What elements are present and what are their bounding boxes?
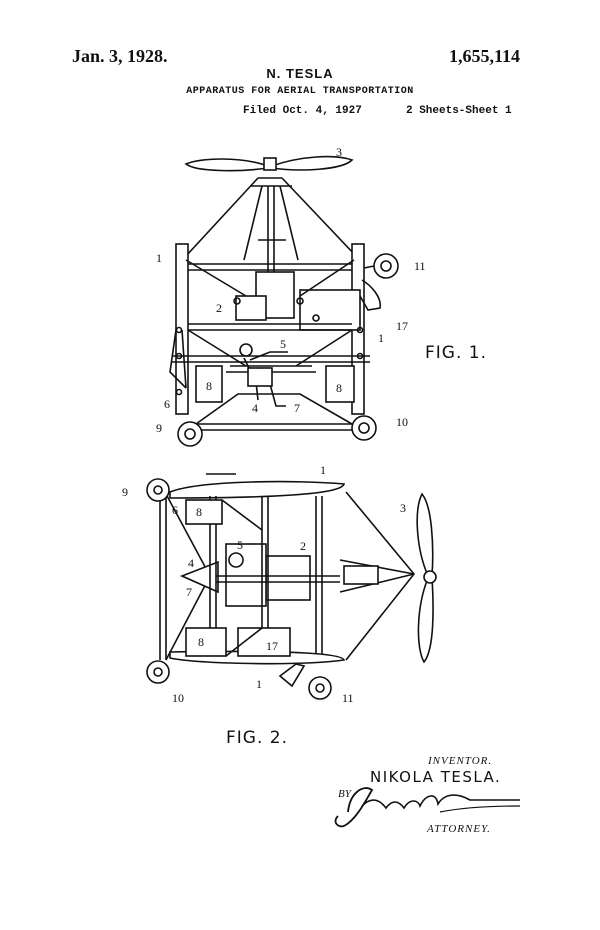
figure-2-plan-view — [146, 473, 437, 700]
attorney-label: ATTORNEY. — [427, 823, 491, 835]
ref-numeral: 8 — [198, 635, 204, 649]
ref-numeral: 2 — [216, 301, 222, 315]
wheel-11-plan — [308, 676, 332, 700]
ref-numeral: 1 — [156, 251, 162, 265]
patent-date: Jan. 3, 1928. — [72, 46, 168, 66]
box-8-right — [325, 365, 355, 403]
ref-numeral: 10 — [172, 691, 184, 705]
inventor-label: INVENTOR. — [428, 755, 493, 767]
engine-body — [265, 555, 311, 601]
ref-numeral: 6 — [164, 397, 170, 411]
propeller-blade-left — [184, 158, 269, 172]
ref-numeral: 8 — [196, 505, 202, 519]
inventor-name: NIKOLA TESLA. — [370, 768, 502, 786]
figure-1-label: FIG. 1. — [425, 343, 487, 363]
ref-numeral: 1 — [256, 677, 262, 691]
by-label: BY — [338, 788, 351, 800]
wheel-10-plan — [146, 660, 170, 684]
figure-2-label: FIG. 2. — [226, 728, 288, 748]
ref-numeral: 1 — [320, 463, 326, 477]
ref-numeral: 3 — [336, 145, 342, 159]
ref-numeral: 5 — [237, 538, 243, 552]
box-8-top — [185, 499, 223, 525]
rear-propeller-bottom — [417, 577, 434, 664]
ref-numeral: 11 — [414, 259, 426, 273]
ref-numeral: 8 — [206, 379, 212, 393]
wheel-9-plan — [146, 478, 170, 502]
wheel-10 — [351, 415, 377, 441]
patent-number: 1,655,114 — [448, 46, 520, 66]
ref-numeral: 9 — [122, 485, 128, 499]
box-17 — [237, 627, 291, 657]
ref-numeral: 17 — [266, 639, 278, 653]
figure-1-side-view — [169, 155, 399, 447]
ref-numeral: 1 — [378, 331, 384, 345]
patent-title: APPARATUS FOR AERIAL TRANSPORTATION — [186, 86, 414, 97]
ref-numeral: 9 — [156, 421, 162, 435]
ref-numeral: 2 — [300, 539, 306, 553]
inventor-heading: N. TESLA — [266, 66, 334, 81]
propeller-hub — [263, 157, 277, 171]
ref-numeral: 3 — [400, 501, 406, 515]
wheel-11 — [373, 253, 399, 279]
ref-numeral: 7 — [294, 401, 300, 415]
ref-numeral: 7 — [186, 585, 192, 599]
ref-numeral: 10 — [396, 415, 408, 429]
ref-numeral: 8 — [336, 381, 342, 395]
ref-numeral: 4 — [252, 401, 258, 415]
ref-numeral: 17 — [396, 319, 408, 333]
seat — [247, 367, 273, 387]
pilot-head — [239, 343, 253, 357]
filed-date: Filed Oct. 4, 1927 — [243, 105, 362, 117]
box-8-left — [195, 365, 223, 403]
reference-numerals: 3 1 11 2 17 1 5 8 8 6 4 7 9 10 1 9 6 8 3… — [122, 145, 426, 705]
ref-numeral: 5 — [280, 337, 286, 351]
wheel-9 — [177, 421, 203, 447]
upper-wing — [169, 480, 346, 499]
ref-numeral: 6 — [172, 503, 178, 517]
ref-numeral: 11 — [342, 691, 354, 705]
box-8-bottom — [185, 627, 227, 657]
attorney-signature — [334, 787, 521, 828]
sheet-count: 2 Sheets-Sheet 1 — [406, 105, 512, 117]
ref-numeral: 4 — [188, 556, 194, 570]
propeller-blade-right — [271, 155, 354, 171]
rear-propeller-top — [416, 492, 434, 577]
